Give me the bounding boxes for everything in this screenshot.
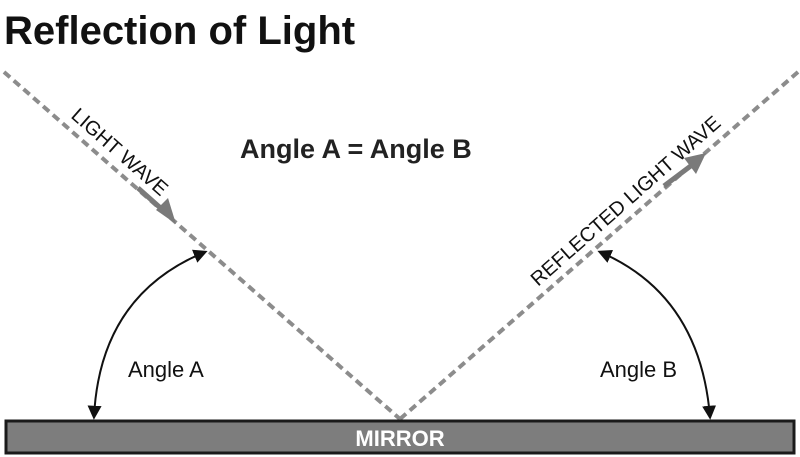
angle-b-label: Angle B: [600, 357, 677, 382]
angle-a-label: Angle A: [128, 357, 204, 382]
angle-a-arc: [87, 249, 208, 420]
diagram-title: Reflection of Light: [4, 9, 355, 53]
incident-arrow-icon: [136, 186, 176, 224]
mirror-label: MIRROR: [355, 426, 444, 451]
angle-b-arc: [597, 250, 717, 420]
incident-ray: [2, 70, 402, 421]
mirror-surface: [4, 419, 796, 455]
reflected-ray: [398, 70, 800, 421]
reflected-arrow-icon: [662, 153, 706, 188]
incident-ray-label: LIGHT WAVE: [67, 104, 172, 200]
angle-equation: Angle A = Angle B: [240, 134, 472, 164]
reflected-ray-label: REFLECTED LIGHT WAVE: [527, 112, 726, 291]
